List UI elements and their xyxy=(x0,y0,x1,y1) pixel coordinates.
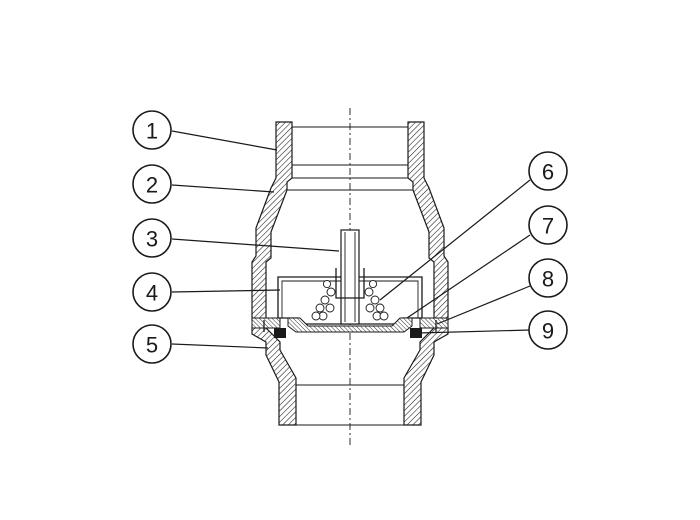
disc xyxy=(287,317,413,333)
callout-label-3: 3 xyxy=(146,227,158,252)
callout-8: 8 xyxy=(528,258,568,298)
callout-label-7: 7 xyxy=(542,214,554,239)
callout-label-1: 1 xyxy=(146,119,158,144)
callout-label-9: 9 xyxy=(542,319,554,344)
callout-label-4: 4 xyxy=(146,281,158,306)
callout-4: 4 xyxy=(132,272,172,312)
stem xyxy=(335,229,365,325)
callout-6: 6 xyxy=(528,151,568,191)
callout-3: 3 xyxy=(132,218,172,258)
callout-label-8: 8 xyxy=(542,267,554,292)
callout-2: 2 xyxy=(132,164,172,204)
callout-label-5: 5 xyxy=(146,333,158,358)
spring xyxy=(311,279,389,321)
leader-lines xyxy=(171,130,531,349)
callout-label-6: 6 xyxy=(542,160,554,185)
callout-1: 1 xyxy=(132,110,172,150)
seat-flange xyxy=(251,317,449,338)
callout-7: 7 xyxy=(528,205,568,245)
callout-9: 9 xyxy=(528,310,568,350)
callout-label-2: 2 xyxy=(146,173,158,198)
callout-5: 5 xyxy=(132,324,172,364)
upper-body xyxy=(251,121,449,321)
lower-body xyxy=(251,325,449,426)
